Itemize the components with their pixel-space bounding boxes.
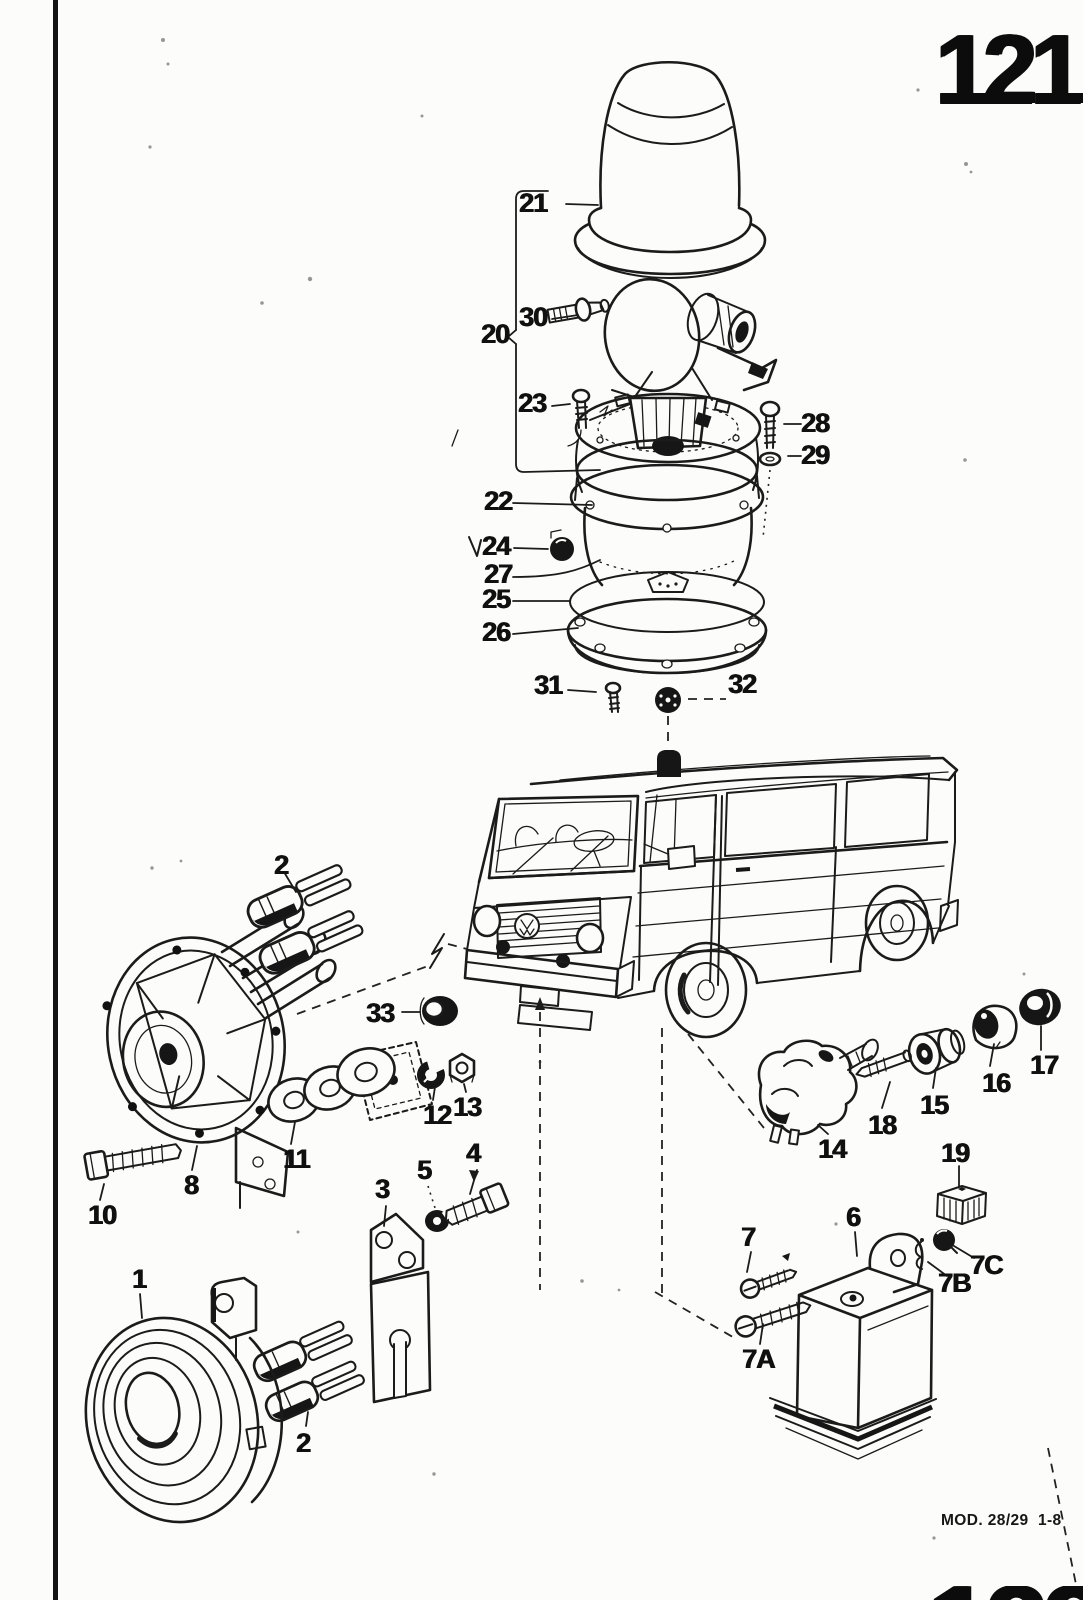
- part-label-23: 23: [518, 388, 547, 418]
- part-label-1: 1: [132, 1264, 147, 1294]
- part-label-22: 22: [484, 486, 513, 516]
- leader-lines: [99, 190, 1079, 1595]
- part-label-24: 24: [482, 531, 511, 561]
- part-label-7a: 7A: [742, 1344, 776, 1374]
- clip-7b-drawing: [914, 1238, 924, 1270]
- part-label-33: 33: [366, 998, 395, 1028]
- part-label-6: 6: [846, 1202, 861, 1232]
- part-label-10: 10: [88, 1200, 117, 1230]
- part-label-12: 12: [423, 1100, 452, 1130]
- nut-7c-drawing: [933, 1229, 958, 1254]
- part-label-16: 16: [982, 1068, 1011, 1098]
- part-label-14: 14: [818, 1134, 847, 1164]
- part-label-25: 25: [482, 584, 511, 614]
- speed-nut-drawing: [425, 1210, 450, 1232]
- part-label-27: 27: [484, 559, 513, 589]
- part-label-7c: 7C: [970, 1250, 1004, 1280]
- contact-pin-drawing: [855, 1049, 912, 1078]
- part-label-26: 26: [482, 617, 511, 647]
- part-label-7b: 7B: [938, 1268, 972, 1298]
- part-label-2-lower: 2: [296, 1428, 311, 1458]
- part-label-2-upper: 2: [274, 850, 289, 880]
- horn-drawing: [84, 1276, 283, 1524]
- mounting-bracket-drawing: [369, 1212, 432, 1404]
- part-label-19: 19: [941, 1138, 970, 1168]
- part-label-32: 32: [728, 669, 757, 699]
- beacon-dome-drawing: [573, 60, 767, 279]
- beacon-housing-drawing: [451, 400, 782, 713]
- beacon-rotor-assembly-drawing: [546, 277, 778, 493]
- relay-box-drawing: [769, 1232, 937, 1460]
- screw-7a-drawing: [734, 1301, 812, 1338]
- part-label-11: 11: [283, 1144, 311, 1174]
- cable-connectors-upper-drawing: [246, 864, 364, 975]
- part-label-28: 28: [801, 408, 830, 438]
- part-label-3: 3: [375, 1174, 390, 1204]
- part-label-5: 5: [417, 1155, 432, 1185]
- connector-block-drawing: [936, 1185, 987, 1225]
- part-label-17: 17: [1030, 1050, 1059, 1080]
- part-label-20: 20: [481, 319, 510, 349]
- van-illustration: [463, 750, 959, 1039]
- part-label-18: 18: [868, 1110, 897, 1140]
- next-page-number-partial: 122: [926, 1586, 1083, 1600]
- model-footer-code: MOD. 28/29 1-8: [941, 1512, 1062, 1529]
- part-label-30: 30: [519, 302, 548, 332]
- part-label-13: 13: [453, 1092, 482, 1122]
- part-label-29: 29: [801, 440, 830, 470]
- binding-edge-bar: [53, 0, 58, 1600]
- plug-connector-drawing: [757, 1038, 879, 1146]
- washers-and-nut-drawing: [267, 1041, 476, 1123]
- grommet-drawing: [419, 996, 458, 1026]
- screw-7-drawing: [739, 1268, 798, 1299]
- part-label-15: 15: [920, 1090, 949, 1120]
- page-number: 121: [934, 14, 1083, 124]
- bolt-drawing: [83, 1143, 182, 1181]
- rubber-cap-drawing: [1019, 988, 1061, 1026]
- part-label-31: 31: [534, 670, 563, 700]
- photocopy-speckles: [148, 38, 1026, 1540]
- cable-connectors-lower-drawing: [252, 1320, 365, 1423]
- part-label-4: 4: [466, 1138, 481, 1168]
- part-label-21: 21: [519, 188, 548, 218]
- part-label-7: 7: [741, 1222, 756, 1252]
- socket-sleeve-drawing: [907, 1027, 966, 1075]
- cap-drawing: [972, 1004, 1018, 1050]
- part-label-8: 8: [184, 1170, 199, 1200]
- hex-bolt-drawing: [444, 1182, 510, 1226]
